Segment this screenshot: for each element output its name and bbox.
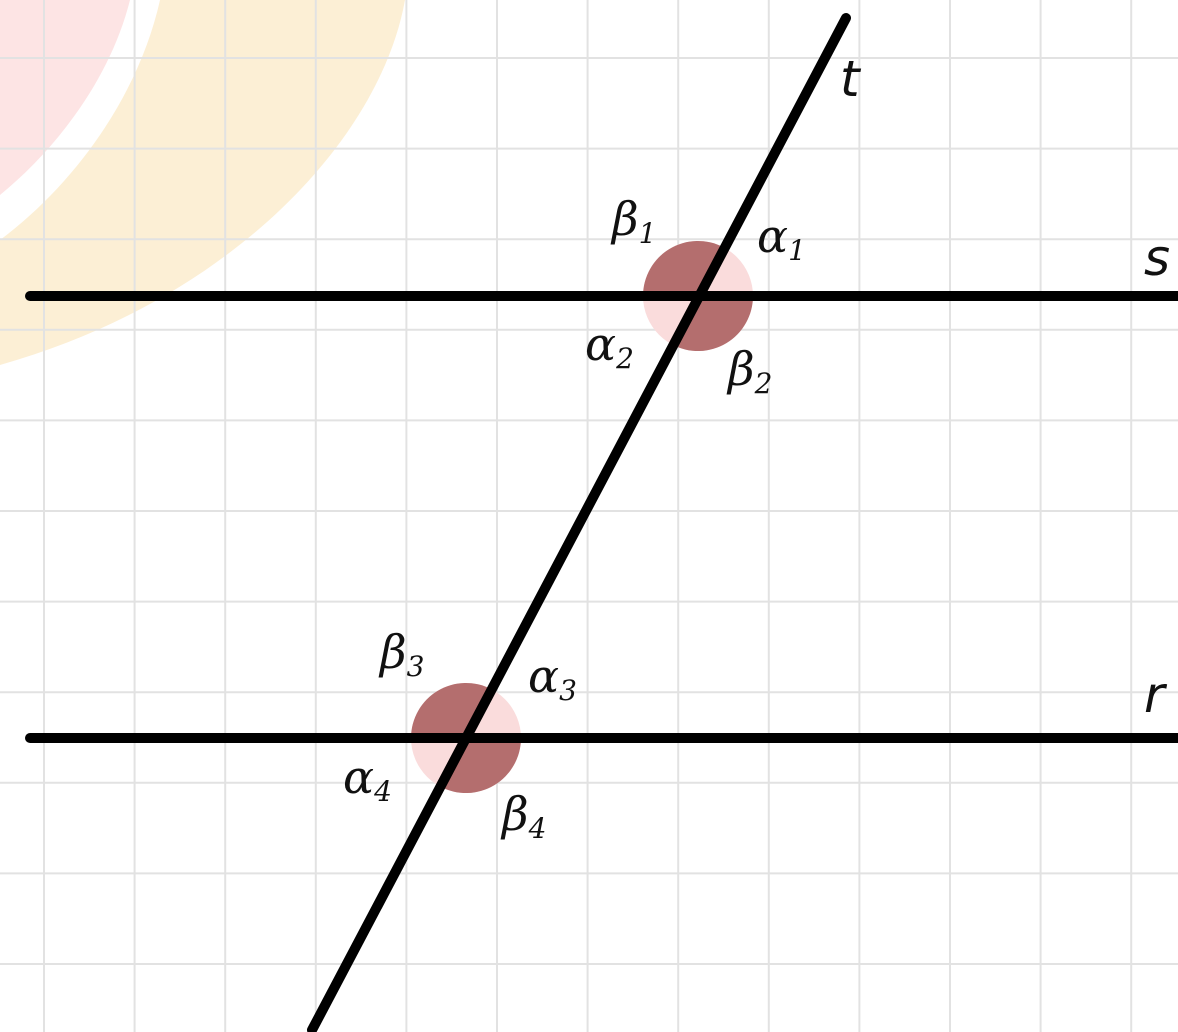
label-beta-1-symbol: β — [610, 192, 639, 246]
label-beta-2-symbol: β — [726, 342, 755, 396]
label-alpha-3-sub: 3 — [559, 674, 577, 707]
label-alpha-1-symbol: α — [757, 209, 788, 263]
label-beta-4-sub: 4 — [528, 812, 547, 845]
label-alpha-2: α2 — [585, 317, 634, 375]
label-beta-3-sub: 3 — [407, 650, 425, 683]
label-alpha-3: α3 — [528, 649, 577, 707]
lines — [25, 13, 1178, 1032]
label-line-t: t — [840, 50, 862, 108]
label-beta-4: β4 — [500, 787, 546, 845]
label-alpha-2-symbol: α — [585, 317, 616, 371]
line-t-transversal — [307, 13, 851, 1032]
label-alpha-4: α4 — [343, 750, 392, 808]
label-alpha-1-sub: 1 — [788, 234, 806, 267]
label-alpha-4-sub: 4 — [373, 775, 392, 808]
decor-pink-arc — [0, 0, 130, 195]
angle-labels-top: β1 α1 α2 β2 — [585, 192, 806, 400]
label-alpha-2-sub: 2 — [615, 342, 634, 375]
label-beta-3-symbol: β — [378, 625, 407, 679]
label-line-r: r — [1144, 666, 1168, 724]
label-beta-2: β2 — [726, 342, 772, 400]
label-line-s: s — [1144, 229, 1170, 287]
label-beta-2-sub: 2 — [754, 367, 773, 400]
label-beta-1: β1 — [610, 192, 656, 250]
angle-labels-bottom: β3 α3 α4 β4 — [343, 625, 577, 845]
label-alpha-3-symbol: α — [528, 649, 559, 703]
label-alpha-1: α1 — [757, 209, 806, 267]
label-alpha-4-symbol: α — [343, 750, 374, 804]
label-beta-3: β3 — [378, 625, 424, 683]
line-labels: t s r — [840, 50, 1170, 724]
label-beta-1-sub: 1 — [639, 217, 657, 250]
label-beta-4-symbol: β — [500, 787, 529, 841]
background-decoration — [0, 0, 405, 365]
